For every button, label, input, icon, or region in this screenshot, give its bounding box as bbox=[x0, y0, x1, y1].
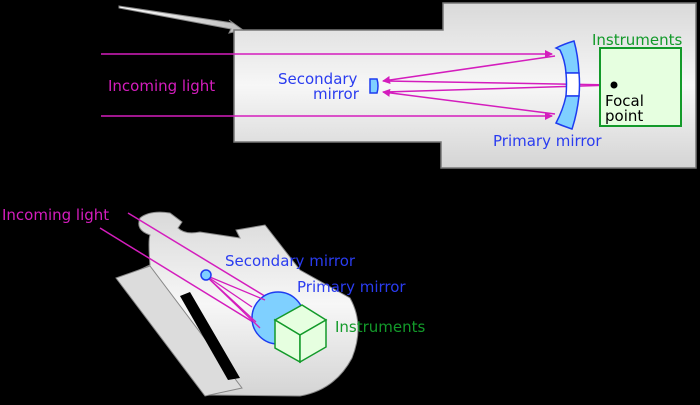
primary-mirror bbox=[554, 40, 581, 130]
primary-mirror-label-3d: Primary mirror bbox=[297, 278, 406, 296]
incoming-ray-upper bbox=[127, 212, 269, 299]
solar-panel bbox=[115, 265, 243, 397]
bottom-telescope: Incoming light Secondary mirror Primary … bbox=[2, 206, 426, 397]
reflected-ray-top bbox=[382, 55, 556, 84]
instruments-label-3d: Instruments bbox=[335, 318, 426, 336]
incoming-ray-lower bbox=[99, 227, 254, 323]
secondary-mirror-label-line2: mirror bbox=[313, 85, 360, 103]
incoming-light-label-3d: Incoming light bbox=[2, 206, 109, 224]
focal-point-dot bbox=[610, 81, 618, 89]
instruments-label: Instruments bbox=[592, 31, 683, 49]
internal-rays bbox=[204, 274, 266, 329]
aperture-door bbox=[118, 5, 245, 34]
primary-mirror-label: Primary mirror bbox=[493, 132, 602, 150]
telescope-tube bbox=[233, 2, 697, 169]
secondary-mirror-label-3d: Secondary mirror bbox=[225, 252, 356, 270]
body-gap bbox=[180, 292, 240, 380]
instruments-cube bbox=[273, 304, 328, 364]
incoming-light-label: Incoming light bbox=[108, 77, 215, 95]
secondary-mirror-3d bbox=[200, 269, 212, 281]
focal-point-label-line2: point bbox=[605, 107, 643, 125]
secondary-mirror bbox=[369, 78, 379, 94]
top-telescope: Incoming light Secondary mirror Primary … bbox=[101, 2, 697, 169]
reflected-ray-bottom bbox=[382, 88, 556, 115]
focal-point-label-line1: Focal bbox=[605, 92, 644, 110]
secondary-mirror-label-line1: Secondary bbox=[278, 70, 358, 88]
